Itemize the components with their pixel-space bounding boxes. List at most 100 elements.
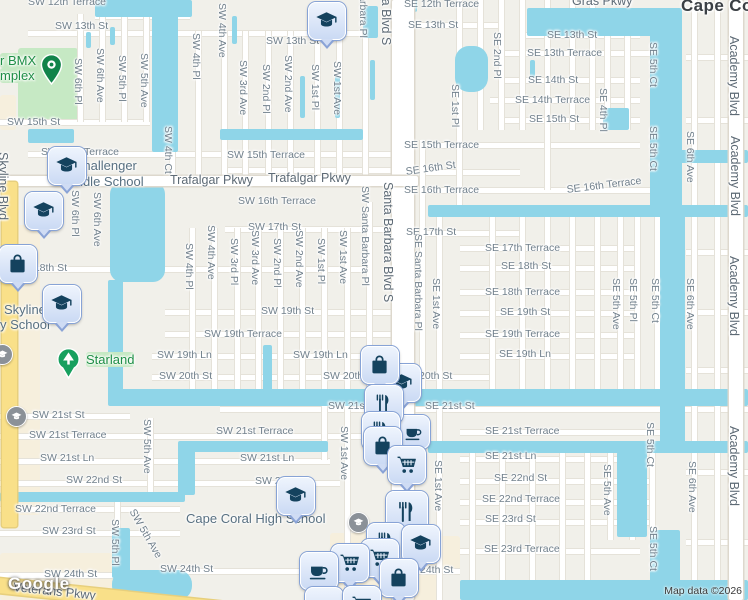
street-label: Trafalgar Pkwy [170, 173, 253, 187]
street-label: SW 21st Ln [40, 452, 95, 464]
poi-label: Challenger [74, 158, 137, 173]
road [315, 31, 320, 183]
street-label: SW 1st Ave [331, 61, 343, 116]
poi-marker-bag[interactable] [380, 559, 418, 597]
poi-marker-bag[interactable] [0, 245, 37, 283]
road [0, 434, 393, 439]
water-canal [112, 528, 130, 578]
street-label: SW 20th St [159, 370, 213, 382]
road [460, 246, 640, 251]
road [235, 228, 240, 390]
graduation-cap-icon [353, 518, 364, 526]
school-poi-circle[interactable] [348, 512, 369, 533]
water-canal [530, 60, 535, 78]
city-label: Cape Co [681, 0, 748, 15]
road [144, 14, 149, 122]
street-label: SW 19th Ln [293, 349, 348, 361]
graduation-cap-icon [410, 535, 432, 551]
street-label: SE 4th Pl [597, 88, 609, 132]
street-label: SW 23rd St [42, 525, 96, 537]
poi-marker-grad[interactable] [277, 477, 315, 515]
water-canal [263, 345, 272, 393]
google-watermark[interactable]: Google [8, 574, 70, 593]
water-canal [232, 16, 237, 44]
street-label: SW 21st Ln [240, 452, 295, 464]
road [460, 549, 640, 554]
poi-marker-bag[interactable] [361, 346, 399, 384]
starland-pin[interactable] [55, 347, 82, 380]
street-label: SW 21st St [32, 409, 85, 421]
road [635, 217, 640, 389]
water-canal [650, 20, 682, 215]
school-poi-circle[interactable] [6, 406, 27, 427]
road [460, 520, 650, 525]
street-label: SW 5th Ave [138, 53, 150, 108]
graduation-cap-icon [56, 157, 78, 173]
road [28, 31, 375, 36]
street-label: SW 3rd Ave [249, 230, 261, 286]
poi-marker-grad[interactable] [402, 525, 440, 563]
water-canal [110, 27, 115, 45]
road [266, 31, 271, 183]
road [225, 227, 393, 232]
road [243, 31, 248, 183]
road [490, 98, 640, 103]
road [28, 152, 393, 157]
street-label: SE 5th Ct [647, 126, 659, 171]
street-label: SE 5th Pl [627, 278, 639, 322]
street-label: SE 6th Ave [684, 131, 696, 183]
street-label: SE 23rd Terrace [484, 543, 560, 555]
road [499, 0, 504, 130]
street-label: SW 3rd Pl [228, 238, 240, 286]
road [420, 170, 520, 175]
bmx-complex-pin[interactable] [38, 53, 65, 86]
graduation-cap-icon [316, 12, 338, 28]
street-label: SW 21st Terrace [29, 429, 107, 441]
water-canal [0, 492, 185, 502]
street-label: SE 13th Terrace [527, 47, 603, 59]
road [0, 573, 115, 578]
street-label: Santa Barbara Blvd S [379, 0, 393, 45]
road [570, 217, 575, 389]
road [692, 0, 697, 600]
street-label: SE 19th St [500, 306, 551, 318]
water-canal [110, 182, 165, 282]
street-label: SE 23rd St [485, 513, 536, 525]
road [460, 354, 640, 359]
water-canal [335, 76, 340, 118]
street-label: SW 24th St [160, 563, 214, 575]
poi-marker-cart[interactable] [343, 586, 381, 600]
road [570, 0, 575, 130]
poi-marker-grad[interactable] [43, 285, 81, 323]
street-label: SE 22nd Terrace [482, 493, 561, 505]
poi-marker-grad[interactable] [308, 2, 346, 40]
water-canal [28, 129, 74, 143]
shopping-bag-icon [10, 255, 26, 273]
road [605, 15, 610, 130]
poi-marker-grad[interactable] [48, 147, 86, 185]
road [460, 457, 655, 462]
water-canal [667, 150, 748, 163]
street-label: SE 14th St [528, 74, 579, 86]
road [655, 217, 660, 389]
street-label: SW 12th Terrace [28, 0, 107, 8]
poi-marker-grad[interactable] [25, 192, 63, 230]
road [650, 452, 655, 530]
street-label: SE 18th Terrace [485, 286, 561, 298]
street-label: SE 5th Ave [610, 278, 622, 330]
street-label: SW 5th Pl [109, 519, 121, 566]
poi-marker-cup[interactable] [300, 552, 338, 590]
street-label: SE 17th St [406, 226, 457, 238]
poi-marker-cup[interactable] [305, 587, 343, 600]
road [212, 228, 217, 390]
poi-marker-cart[interactable] [388, 446, 426, 484]
road [190, 228, 195, 390]
street-label: SW 4th Ave [205, 225, 217, 280]
road [590, 0, 595, 130]
water-canal [108, 280, 123, 392]
road [460, 266, 640, 271]
road [560, 452, 565, 600]
poi-label: Skyline [4, 302, 46, 317]
water-canal [152, 0, 178, 152]
